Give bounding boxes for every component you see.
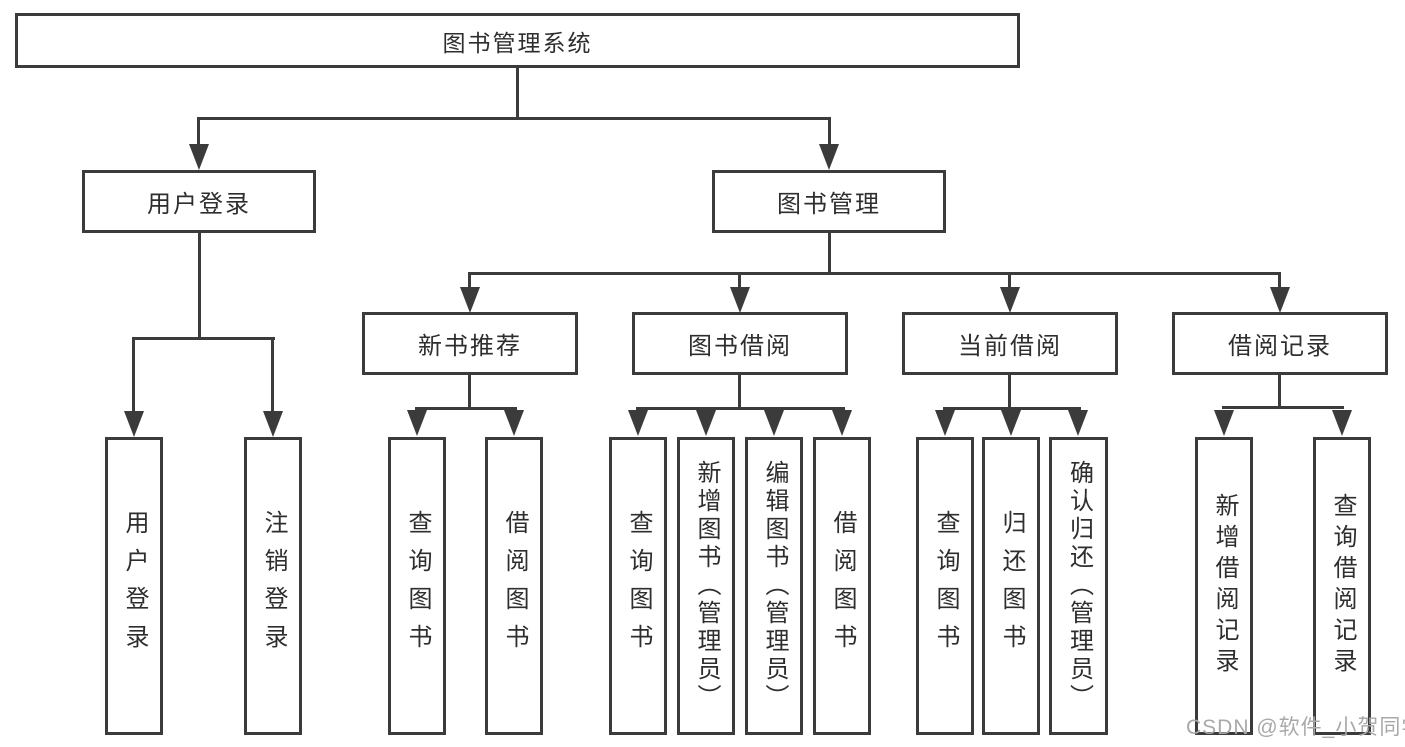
arrowhead-down-icon [407,410,427,436]
arrowhead-down-icon [189,144,209,170]
edge-line [1278,375,1281,409]
node-current-borrowing: 当前借阅 [902,312,1118,375]
csdn-watermark: CSDN @软件_小贺同学 [1186,716,1405,739]
leaf-return-books: 归还图书 [982,437,1040,735]
leaf-logout: 注销登录 [244,437,302,735]
leaf-current-query-books: 查询图书 [916,437,974,735]
edge-line [132,337,275,340]
arrowhead-down-icon [1214,410,1234,436]
edge-line [468,375,471,410]
node-library-management-system-label: 图书管理系统 [442,29,593,56]
leaf-return-books-label: 归还图书 [998,510,1025,662]
edge-line [828,117,831,146]
edge-line [636,407,845,410]
edge-line [132,337,135,412]
arrowhead-down-icon [263,411,283,437]
arrowhead-down-icon [696,410,716,436]
node-book-borrowing: 图书借阅 [632,312,848,375]
arrowhead-down-icon [819,144,839,170]
edge-line [415,407,517,410]
leaf-borrowing-query-books-label: 查询图书 [625,510,652,662]
leaf-borrowing-borrow-books: 借阅图书 [813,437,871,735]
leaf-query-borrow-record-label: 查询借阅记录 [1329,493,1356,679]
node-book-management: 图书管理 [712,170,946,233]
leaf-borrowing-query-books: 查询图书 [609,437,667,735]
edge-line [468,272,471,288]
arrowhead-down-icon [1001,410,1021,436]
node-borrowing-records: 借阅记录 [1172,312,1388,375]
leaf-borrowing-borrow-books-label: 借阅图书 [829,510,856,662]
arrowhead-down-icon [1270,287,1290,313]
leaf-add-borrow-record: 新增借阅记录 [1195,437,1253,735]
edge-line [738,375,741,410]
edge-line [468,272,1281,275]
leaf-recommend-query-books: 查询图书 [388,437,446,735]
arrowhead-down-icon [1068,410,1088,436]
edge-line [197,117,831,120]
arrowhead-down-icon [764,410,784,436]
node-new-book-recommendation: 新书推荐 [362,312,578,375]
leaf-recommend-borrow-books: 借阅图书 [485,437,543,735]
node-user-login: 用户登录 [82,170,316,233]
arrowhead-down-icon [730,287,750,313]
leaf-confirm-return-admin-label: 确认归还（管理员） [1065,460,1093,712]
edge-line [197,117,200,146]
edge-line [738,272,741,288]
leaf-current-query-books-label: 查询图书 [932,510,959,662]
leaf-logout-label: 注销登录 [260,510,287,662]
leaf-query-borrow-record: 查询借阅记录 [1313,437,1371,735]
edge-line [828,233,831,272]
arrowhead-down-icon [1000,287,1020,313]
leaf-confirm-return-admin: 确认归还（管理员） [1049,437,1108,735]
arrowhead-down-icon [832,410,852,436]
arrowhead-down-icon [460,287,480,313]
edge-line [516,68,519,117]
node-user-login-label: 用户登录 [147,191,251,218]
leaf-add-books-admin: 新增图书（管理员） [677,437,735,735]
leaf-recommend-borrow-books-label: 借阅图书 [501,510,528,662]
leaf-add-books-admin-label: 新增图书（管理员） [693,460,720,712]
arrowhead-down-icon [504,410,524,436]
leaf-user-login-label: 用户登录 [121,510,148,662]
arrowhead-down-icon [628,410,648,436]
leaf-edit-books-admin: 编辑图书（管理员） [745,437,803,735]
node-new-book-recommendation-label: 新书推荐 [418,333,522,360]
node-library-management-system: 图书管理系统 [15,13,1020,68]
leaf-recommend-query-books-label: 查询图书 [404,510,431,662]
arrowhead-down-icon [124,411,144,437]
node-book-management-label: 图书管理 [777,191,881,218]
arrowhead-down-icon [935,410,955,436]
node-book-borrowing-label: 图书借阅 [688,333,792,360]
edge-line [198,233,201,337]
node-current-borrowing-label: 当前借阅 [958,333,1062,360]
arrowhead-down-icon [1332,410,1352,436]
leaf-add-borrow-record-label: 新增借阅记录 [1211,493,1238,679]
edge-line [1008,272,1011,288]
edge-line [1222,406,1344,409]
edge-line [943,407,1081,410]
node-borrowing-records-label: 借阅记录 [1228,333,1332,360]
leaf-user-login: 用户登录 [105,437,163,735]
edge-line [271,337,274,412]
edge-line [1278,272,1281,288]
leaf-edit-books-admin-label: 编辑图书（管理员） [761,460,788,712]
edge-line [1008,375,1011,410]
